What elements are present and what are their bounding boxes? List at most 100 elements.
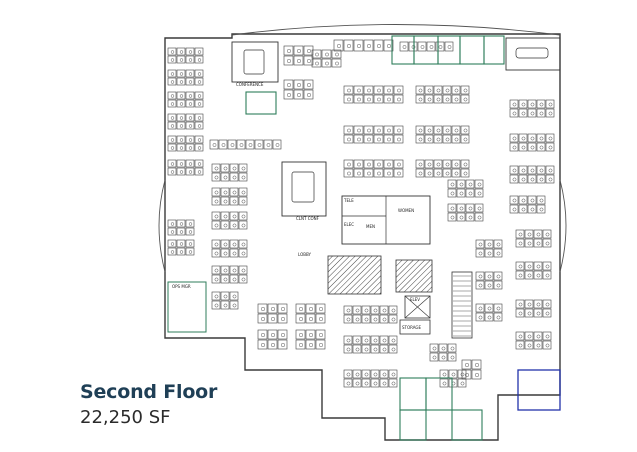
workstation-desk <box>185 227 195 236</box>
workstation-desk <box>424 159 434 169</box>
chair <box>188 162 193 166</box>
chair <box>241 277 246 282</box>
chair <box>536 241 541 246</box>
workstation-desk <box>424 85 434 95</box>
chair <box>197 138 202 142</box>
workstation-desk <box>229 211 239 221</box>
chair <box>241 242 246 247</box>
workstation-desk <box>238 172 248 182</box>
chair <box>270 342 276 348</box>
workstation-desk <box>460 125 470 135</box>
chair <box>512 111 517 116</box>
workstation-desk <box>475 271 485 281</box>
chair <box>223 294 228 299</box>
chair <box>373 308 378 313</box>
workstation-desk <box>408 41 418 52</box>
chair <box>539 102 544 107</box>
chair <box>257 143 262 147</box>
chair <box>478 306 483 311</box>
label-elev: ELEV <box>410 297 420 302</box>
workstation-desk <box>176 239 186 248</box>
workstation-desk <box>388 369 398 379</box>
workstation-desk <box>515 331 525 341</box>
chair <box>367 97 371 102</box>
workstation-desk <box>542 331 552 341</box>
workstation-desk <box>471 359 482 370</box>
chair <box>373 317 378 322</box>
workstation-desk <box>321 49 332 59</box>
workstation-desk <box>448 369 458 379</box>
workstation-desk <box>484 303 494 313</box>
workstation-desk <box>383 39 394 52</box>
chair <box>477 191 482 196</box>
chair <box>306 92 312 98</box>
workstation-desk <box>363 39 374 52</box>
workstation-desk <box>305 303 316 314</box>
workstation-desk <box>176 99 186 108</box>
workstation-desk <box>315 339 326 350</box>
workstation-desk <box>509 108 519 118</box>
workstation-desk <box>305 313 316 324</box>
chair <box>445 88 450 93</box>
chair <box>260 306 266 312</box>
workstation-desk <box>305 339 316 350</box>
workstation-desk <box>167 113 177 122</box>
chair <box>170 80 175 84</box>
chair <box>442 381 447 386</box>
chair <box>355 308 360 313</box>
chair <box>463 137 468 142</box>
chair <box>364 372 369 377</box>
chair <box>179 162 184 166</box>
workstation-desk <box>353 39 364 52</box>
chair <box>367 137 371 142</box>
chair <box>478 283 483 288</box>
chair <box>179 138 184 142</box>
workstation-desk <box>185 121 195 130</box>
workstation-desk <box>211 265 221 275</box>
chair <box>521 198 526 203</box>
workstation-desk <box>542 270 552 280</box>
chair <box>308 342 314 348</box>
chair <box>248 143 253 147</box>
chair <box>521 145 526 150</box>
workstation-desk <box>493 280 503 290</box>
workstation-desk <box>393 134 404 144</box>
workstation-desk <box>475 303 485 313</box>
chair <box>454 88 459 93</box>
workstation-desk <box>451 125 461 135</box>
workstation-desk <box>451 85 461 95</box>
chair <box>518 273 523 278</box>
workstation-desk <box>456 188 466 198</box>
workstation-desk <box>527 174 537 184</box>
chair <box>170 170 175 174</box>
workstation-desk <box>379 314 389 324</box>
chair <box>232 175 237 180</box>
chair <box>445 137 450 142</box>
workstation-desk <box>267 329 278 340</box>
chair <box>391 381 396 386</box>
workstation-desk <box>267 303 278 314</box>
chair <box>335 52 339 57</box>
chair <box>420 45 425 49</box>
chair <box>188 58 193 62</box>
chair <box>364 338 369 343</box>
workstation-desk <box>303 79 314 90</box>
workstation-desk <box>343 344 353 354</box>
chair <box>197 58 202 62</box>
workstation-desk <box>542 261 552 271</box>
workstation-desk <box>447 352 457 362</box>
chair <box>232 166 237 171</box>
workstation-desk <box>545 108 555 118</box>
floor-title: Second Floor <box>80 381 218 403</box>
chair <box>512 145 517 150</box>
workstation-desk <box>238 211 248 221</box>
workstation-desk <box>220 211 230 221</box>
workstation-desk <box>424 94 434 104</box>
label-tele: TELE <box>343 198 354 203</box>
workstation-desk <box>484 239 494 249</box>
workstation-desk <box>220 172 230 182</box>
chair <box>518 311 523 316</box>
chair <box>536 302 541 307</box>
chair <box>179 80 184 84</box>
workstation-desk <box>176 113 186 122</box>
